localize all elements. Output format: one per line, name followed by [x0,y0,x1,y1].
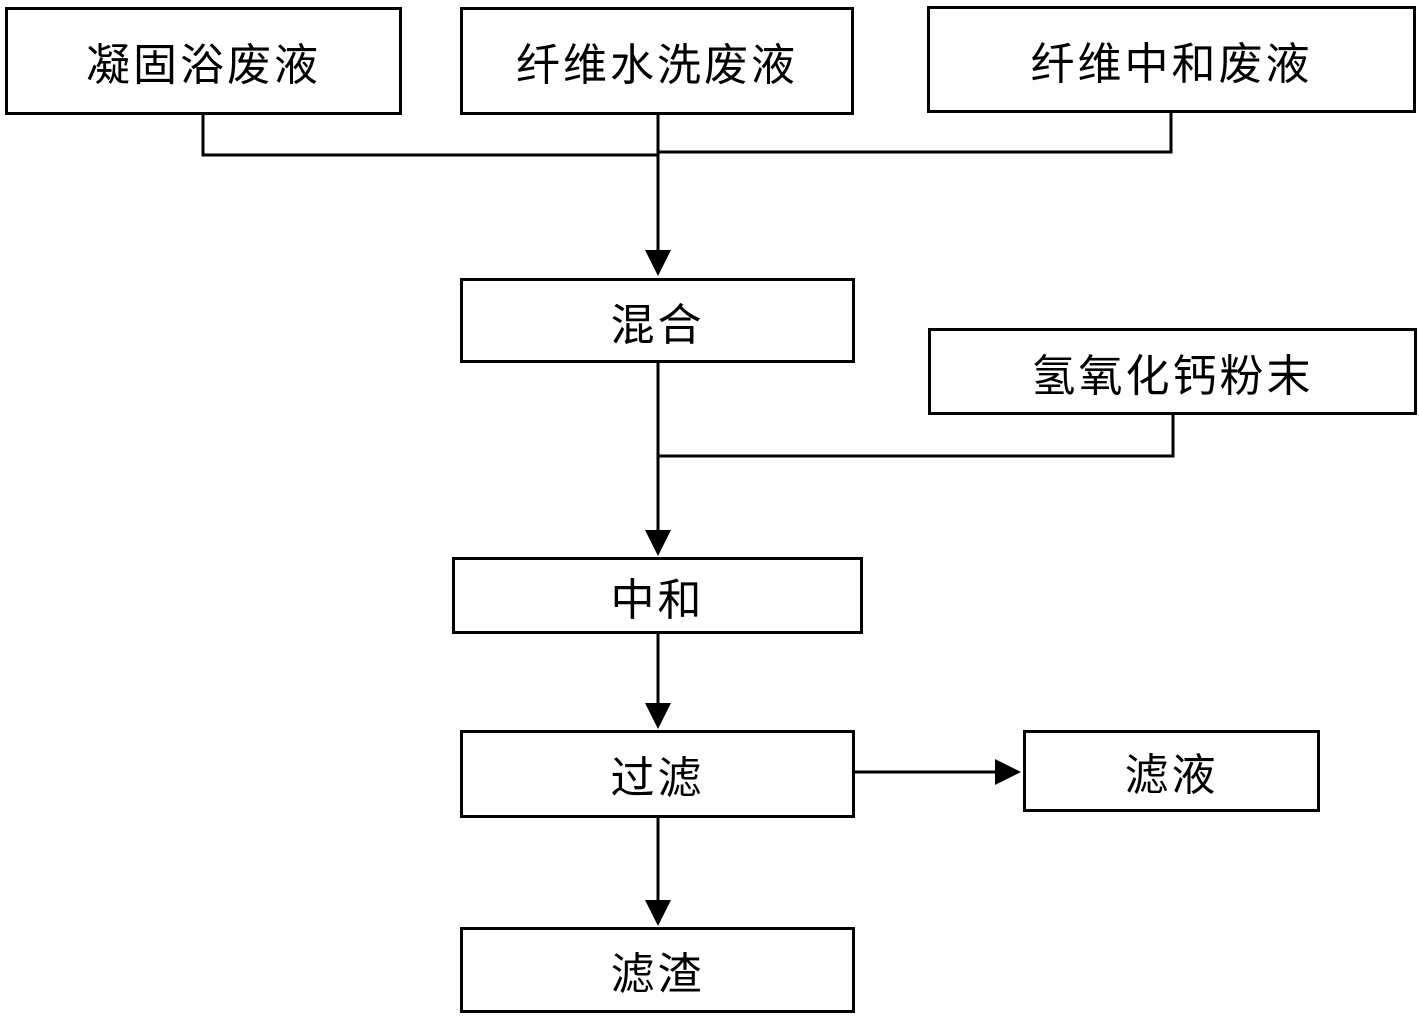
box-fiber-wash-waste-label: 纤维水洗废液 [516,40,798,91]
box-filter-residue: 滤渣 [460,927,855,1013]
box-filtration-label: 过滤 [610,753,705,804]
arrowhead-mix [645,250,671,276]
connector-waste-coag [201,115,658,157]
arrowhead-filter [645,703,671,729]
box-fiber-wash-waste: 纤维水洗废液 [460,7,854,115]
box-mixing-label: 混合 [610,299,705,351]
box-filtration: 过滤 [460,730,855,818]
box-calcium-hydroxide-powder: 氢氧化钙粉末 [928,328,1417,415]
box-neutralization-label: 中和 [610,574,705,626]
box-neutralization: 中和 [452,557,863,634]
connector-waste-neut [658,113,1173,154]
box-filtrate-label: 滤液 [1124,750,1219,801]
box-coagulation-bath-waste-label: 凝固浴废液 [86,40,321,91]
box-mixing: 混合 [460,278,855,363]
box-filtrate: 滤液 [1023,730,1320,812]
box-coagulation-bath-waste: 凝固浴废液 [5,7,402,115]
box-filter-residue-label: 滤渣 [610,949,705,1000]
arrowhead-filtrate [995,759,1021,785]
arrowhead-neutralize [645,530,671,556]
box-calcium-hydroxide-powder-label: 氢氧化钙粉末 [1031,350,1314,402]
arrowhead-residue [645,900,671,926]
connector-caoh [658,415,1175,458]
box-fiber-neutralization-waste: 纤维中和废液 [927,6,1416,113]
box-fiber-neutralization-waste-label: 纤维中和废液 [1030,38,1313,90]
